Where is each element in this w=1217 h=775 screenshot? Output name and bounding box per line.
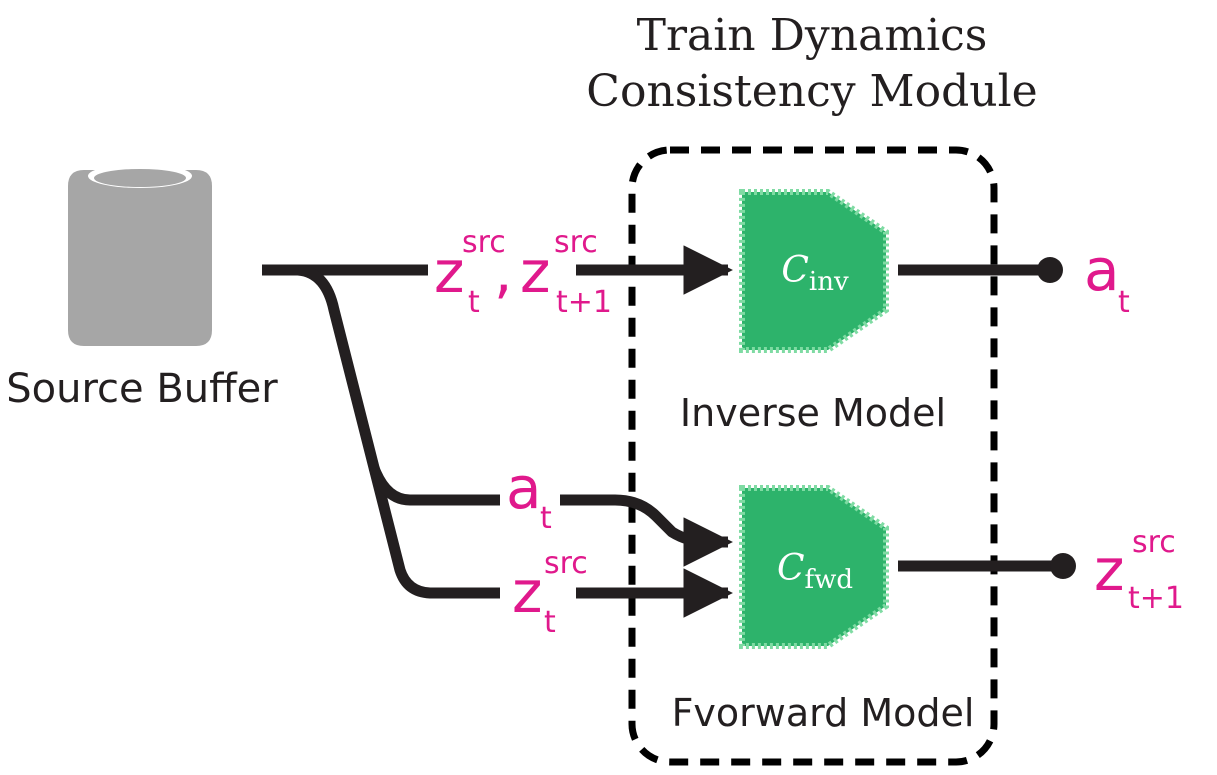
forward-model-symbol: Cfwd <box>777 548 853 595</box>
forward-model-block <box>739 485 889 649</box>
branch-trunk-line <box>297 264 500 599</box>
title-line-1: Train Dynamics <box>637 10 988 61</box>
inverse-model-caption: Inverse Model <box>680 391 946 435</box>
inverse-output-at: at <box>1084 236 1130 320</box>
title-line-2: Consistency Module <box>586 66 1037 117</box>
forward-input-zt: ztsrc <box>512 546 588 640</box>
dynamics-module-box <box>628 146 998 766</box>
database-icon <box>68 164 212 346</box>
forward-input-at: at <box>506 454 552 536</box>
inverse-output-dot <box>1037 257 1063 283</box>
source-buffer-label: Source Buffer <box>6 366 278 412</box>
branch-at-line <box>368 465 500 506</box>
inverse-model-block <box>739 189 889 353</box>
inverse-input-separator: , <box>494 238 512 306</box>
inverse-model-symbol: Cinv <box>781 250 849 297</box>
forward-at-arrow <box>560 494 733 567</box>
forward-output-dot <box>1050 553 1076 579</box>
forward-model-caption: Fvorward Model <box>672 691 975 735</box>
